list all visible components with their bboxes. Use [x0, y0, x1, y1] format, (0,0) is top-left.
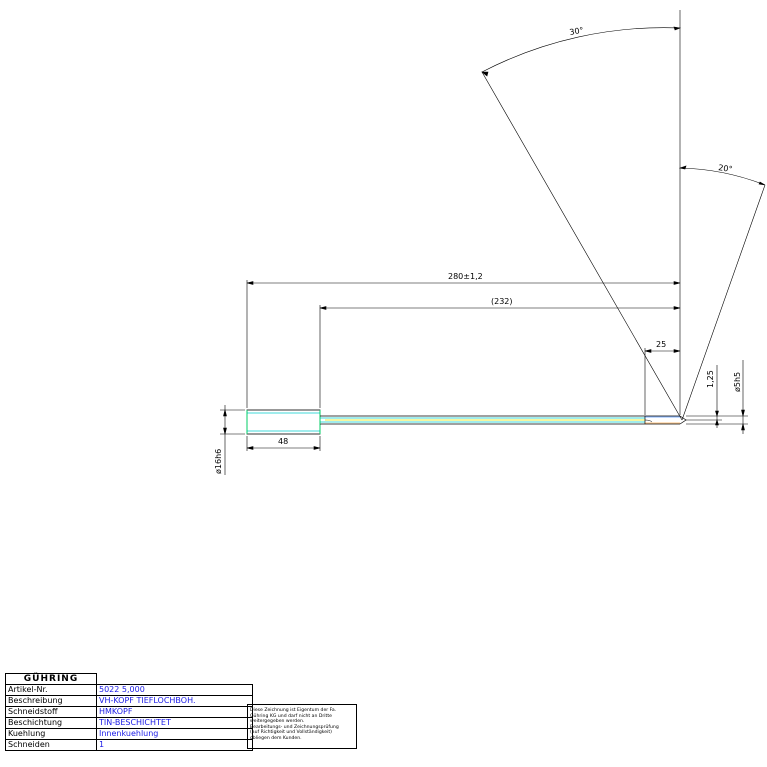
dim-offset: 1,25: [706, 370, 715, 388]
table-row: Schneiden 1: [5, 739, 253, 751]
company-logo: GÜHRING: [5, 673, 97, 685]
table-row: Kuehlung Innenkuehlung: [5, 728, 253, 740]
value-coating: TIN-BESCHICHTET: [96, 717, 253, 729]
value-cutting-edges: 1: [96, 739, 253, 751]
label-cooling: Kuehlung: [5, 728, 97, 740]
title-block: GÜHRING Artikel-Nr. 5022 5,000 Beschreib…: [5, 673, 253, 751]
table-row: Artikel-Nr. 5022 5,000: [5, 684, 253, 696]
dim-shank-length: 48: [278, 437, 288, 446]
dim-shank-to-tip: (232): [491, 297, 513, 306]
tool-body: [246, 409, 687, 435]
notice-line: Bearbeitungs- und Zeichnungsprüfung: [250, 724, 339, 730]
notice-line: obliegen dem Kunden.: [250, 735, 302, 741]
label-article: Artikel-Nr.: [5, 684, 97, 696]
dim-angle-20: 20°: [718, 163, 733, 174]
shank: [246, 409, 321, 435]
notice-line: Gühring KG und darf nicht an Dritte: [250, 713, 332, 719]
label-coating: Beschichtung: [5, 717, 97, 729]
table-row: Beschichtung TIN-BESCHICHTET: [5, 717, 253, 729]
value-article: 5022 5,000: [96, 684, 253, 696]
table-row: Schneidstoff HMKOPF: [5, 706, 253, 718]
notice-line: Diese Zeichnung ist Eigentum der Fa.: [250, 708, 337, 713]
dim-overall-length: 280±1,2: [448, 272, 483, 281]
notice-line: (auf Richtigkeit und Vollständigkeit): [250, 730, 332, 735]
dim-angle-30: 30°: [569, 26, 585, 37]
dim-shank-diameter: ø16h6: [214, 449, 223, 474]
table-row: Beschreibung VH-KOPF TIEFLOCHBOH.: [5, 695, 253, 707]
value-cooling: Innenkuehlung: [96, 728, 253, 740]
value-description: VH-KOPF TIEFLOCHBOH.: [96, 695, 253, 707]
ownership-notice: Diese Zeichnung ist Eigentum der Fa. Güh…: [247, 704, 357, 749]
notice-line: weitergegeben werden.: [250, 719, 305, 724]
dimension-labels: 280±1,2 (232) 25 48 ø16h6 ø5h5 1,25 30° …: [214, 26, 742, 474]
label-cutting-edges: Schneiden: [5, 739, 97, 751]
value-cutting-material: HMKOPF: [96, 706, 253, 718]
dim-head-length: 25: [656, 340, 666, 349]
dimension-lines: [220, 10, 766, 475]
label-cutting-material: Schneidstoff: [5, 706, 97, 718]
dim-tip-diameter: ø5h5: [733, 372, 742, 392]
label-description: Beschreibung: [5, 695, 97, 707]
